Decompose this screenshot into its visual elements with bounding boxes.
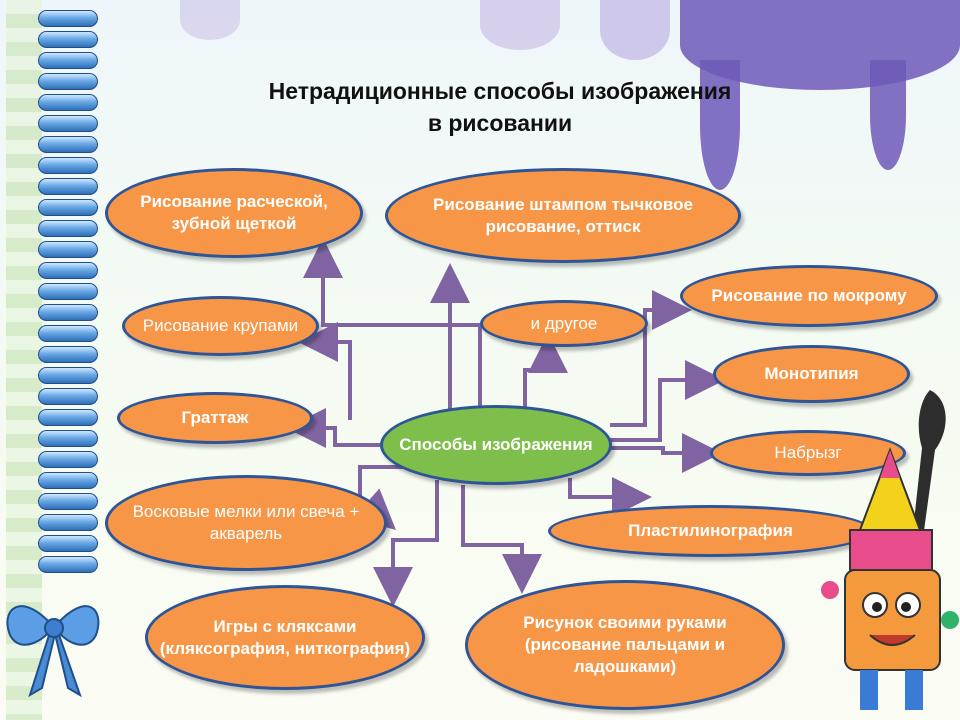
node-stamp: Рисование штампом тычковое рисование, от… (385, 168, 741, 263)
ribbon-bow-icon (6, 605, 100, 698)
arrow-to-wet (610, 290, 692, 427)
node-comb: Рисование расческой, зубной щеткой (105, 168, 363, 258)
node-grattage: Граттаж (117, 392, 313, 444)
node-blots: Игры с кляксами (кляксография, ниткограф… (145, 585, 425, 690)
binding-ring (38, 472, 98, 489)
binding-ring (38, 283, 98, 300)
binding-ring (38, 31, 98, 48)
node-monotype: Монотипия (713, 345, 910, 403)
arrow-to-hands (461, 485, 542, 594)
pencil-character-icon (821, 390, 959, 710)
binding-ring (38, 136, 98, 153)
binding-ring (38, 367, 98, 384)
binding-ring (38, 493, 98, 510)
node-splatter: Набрызг (710, 430, 906, 476)
binding-ring (38, 73, 98, 90)
binding-ring (38, 409, 98, 426)
binding-ring (38, 535, 98, 552)
paint-drip-decoration (700, 60, 740, 190)
node-cereal: Рисование крупами (122, 296, 319, 356)
arrow-to-grattage (286, 408, 380, 448)
binding-ring (38, 220, 98, 237)
binding-ring (38, 556, 98, 573)
binding-ring (38, 451, 98, 468)
binding-ring (38, 199, 98, 216)
binding-ring (38, 346, 98, 363)
page-title: Нетрадиционные способы изображения в рис… (150, 75, 850, 139)
binding-ring (38, 94, 98, 111)
binding-ring (38, 325, 98, 342)
paint-drip-decoration (480, 0, 560, 50)
arrow-to-splatter (610, 433, 722, 473)
node-hands: Рисунок своими руками (рисование пальцам… (465, 580, 785, 710)
arrow-to-plasticine (568, 477, 652, 517)
paint-drip-decoration (600, 0, 670, 60)
binding-ring (38, 157, 98, 174)
binding-ring (38, 10, 98, 27)
node-wax: Восковые мелки или свеча + акварель (105, 475, 387, 571)
binding-ring (38, 262, 98, 279)
node-center: Способы изображения (380, 405, 612, 485)
title-line-1: Нетрадиционные способы изображения (268, 78, 732, 104)
paint-drip-decoration (870, 60, 906, 170)
arrow-to-cereal (298, 322, 352, 420)
node-other: и другое (480, 300, 648, 347)
paint-drip-decoration (180, 0, 240, 40)
binding-strip (6, 0, 42, 720)
arrow-to-blots (373, 480, 439, 607)
arrow-to-other (523, 333, 568, 410)
arrow-to-monotype (608, 360, 725, 442)
node-wet: Рисование по мокрому (680, 265, 938, 327)
binding-ring (38, 514, 98, 531)
ring-binding (0, 0, 105, 720)
binding-ring (38, 178, 98, 195)
binding-ring (38, 388, 98, 405)
binding-ring (38, 304, 98, 321)
binding-ring (38, 115, 98, 132)
title-line-2: в рисовании (427, 110, 573, 136)
binding-ring (38, 430, 98, 447)
arrow-to-comb (303, 238, 482, 410)
binding-ring (38, 241, 98, 258)
binding-ring (38, 52, 98, 69)
